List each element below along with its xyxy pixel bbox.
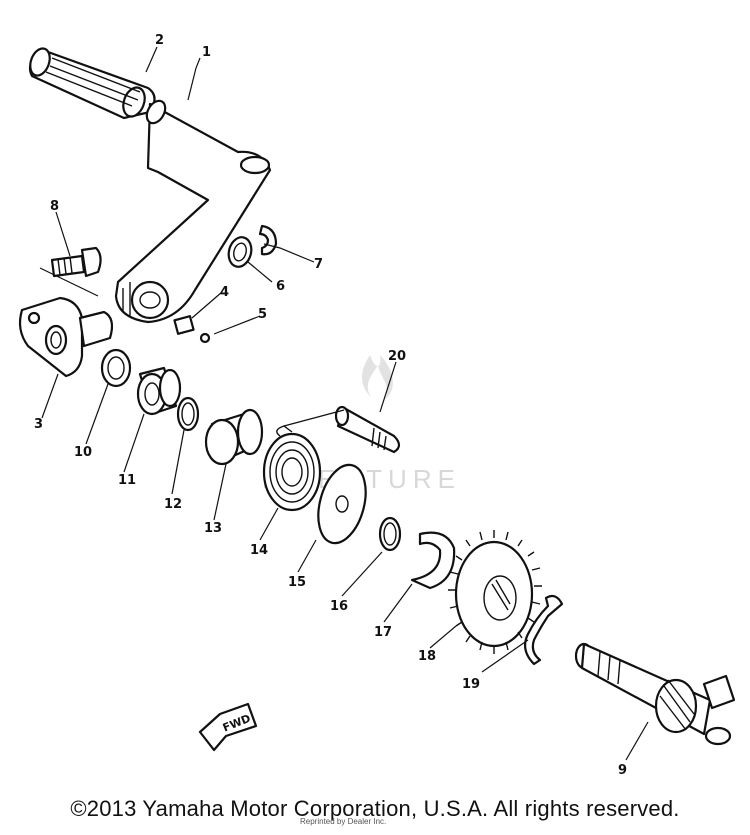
leader-lines	[41, 46, 649, 761]
part-6-washer	[227, 236, 253, 268]
callout-18: 18	[418, 649, 436, 664]
part-10-oil-seal	[100, 348, 132, 388]
part-1-kick-crank	[114, 99, 272, 324]
copyright-notice: ©2013 Yamaha Motor Corporation, U.S.A. A…	[70, 796, 680, 821]
part-3-kick-boss	[18, 296, 114, 378]
callout-14: 14	[250, 543, 268, 558]
part-4-spring	[173, 315, 195, 335]
callout-12: 12	[164, 497, 182, 512]
callout-19: 19	[462, 677, 480, 692]
part-18-kick-gear	[448, 530, 542, 654]
callout-3: 3	[34, 417, 43, 432]
part-7-circlip	[258, 224, 278, 256]
part-14-torsion-spring	[262, 425, 322, 512]
callout-17: 17	[374, 625, 392, 640]
callout-6: 6	[276, 279, 285, 294]
callout-13: 13	[204, 521, 222, 536]
part-19-kick-clip	[523, 594, 564, 666]
callout-16: 16	[330, 599, 348, 614]
callout-9: 9	[618, 763, 627, 778]
part-15-plate-washer	[317, 463, 367, 545]
reprint-note: Reprinted by Dealer Inc.	[300, 817, 387, 826]
fwd-arrow-icon: FWD	[198, 702, 258, 752]
part-20-kick-shaft-pin	[334, 405, 401, 454]
callout-1: 1	[202, 45, 211, 60]
bolt-axis-line	[39, 267, 99, 297]
part-9-kick-axle	[574, 642, 736, 746]
part-11-bushing	[136, 366, 182, 416]
part-2-kick-grip	[28, 47, 156, 120]
spring-hook-line	[283, 409, 345, 427]
callout-numbers: 1 2 3 4 5 6 7 8 9 10 11 12 13 14 15 16 1…	[34, 33, 627, 778]
callout-10: 10	[74, 445, 92, 460]
callout-8: 8	[50, 199, 59, 214]
callout-4: 4	[220, 285, 229, 300]
callout-15: 15	[288, 575, 306, 590]
part-16-circlip	[378, 516, 402, 552]
callout-5: 5	[258, 307, 267, 322]
callout-7: 7	[314, 257, 323, 272]
part-17-clip	[410, 531, 456, 590]
part-13-spring-guide	[204, 408, 264, 466]
callout-2: 2	[155, 33, 164, 48]
part-12-circlip	[176, 396, 200, 432]
callout-11: 11	[118, 473, 136, 488]
callout-20: 20	[388, 349, 406, 364]
part-8-bolt	[50, 246, 102, 278]
part-5-ball	[199, 332, 211, 344]
